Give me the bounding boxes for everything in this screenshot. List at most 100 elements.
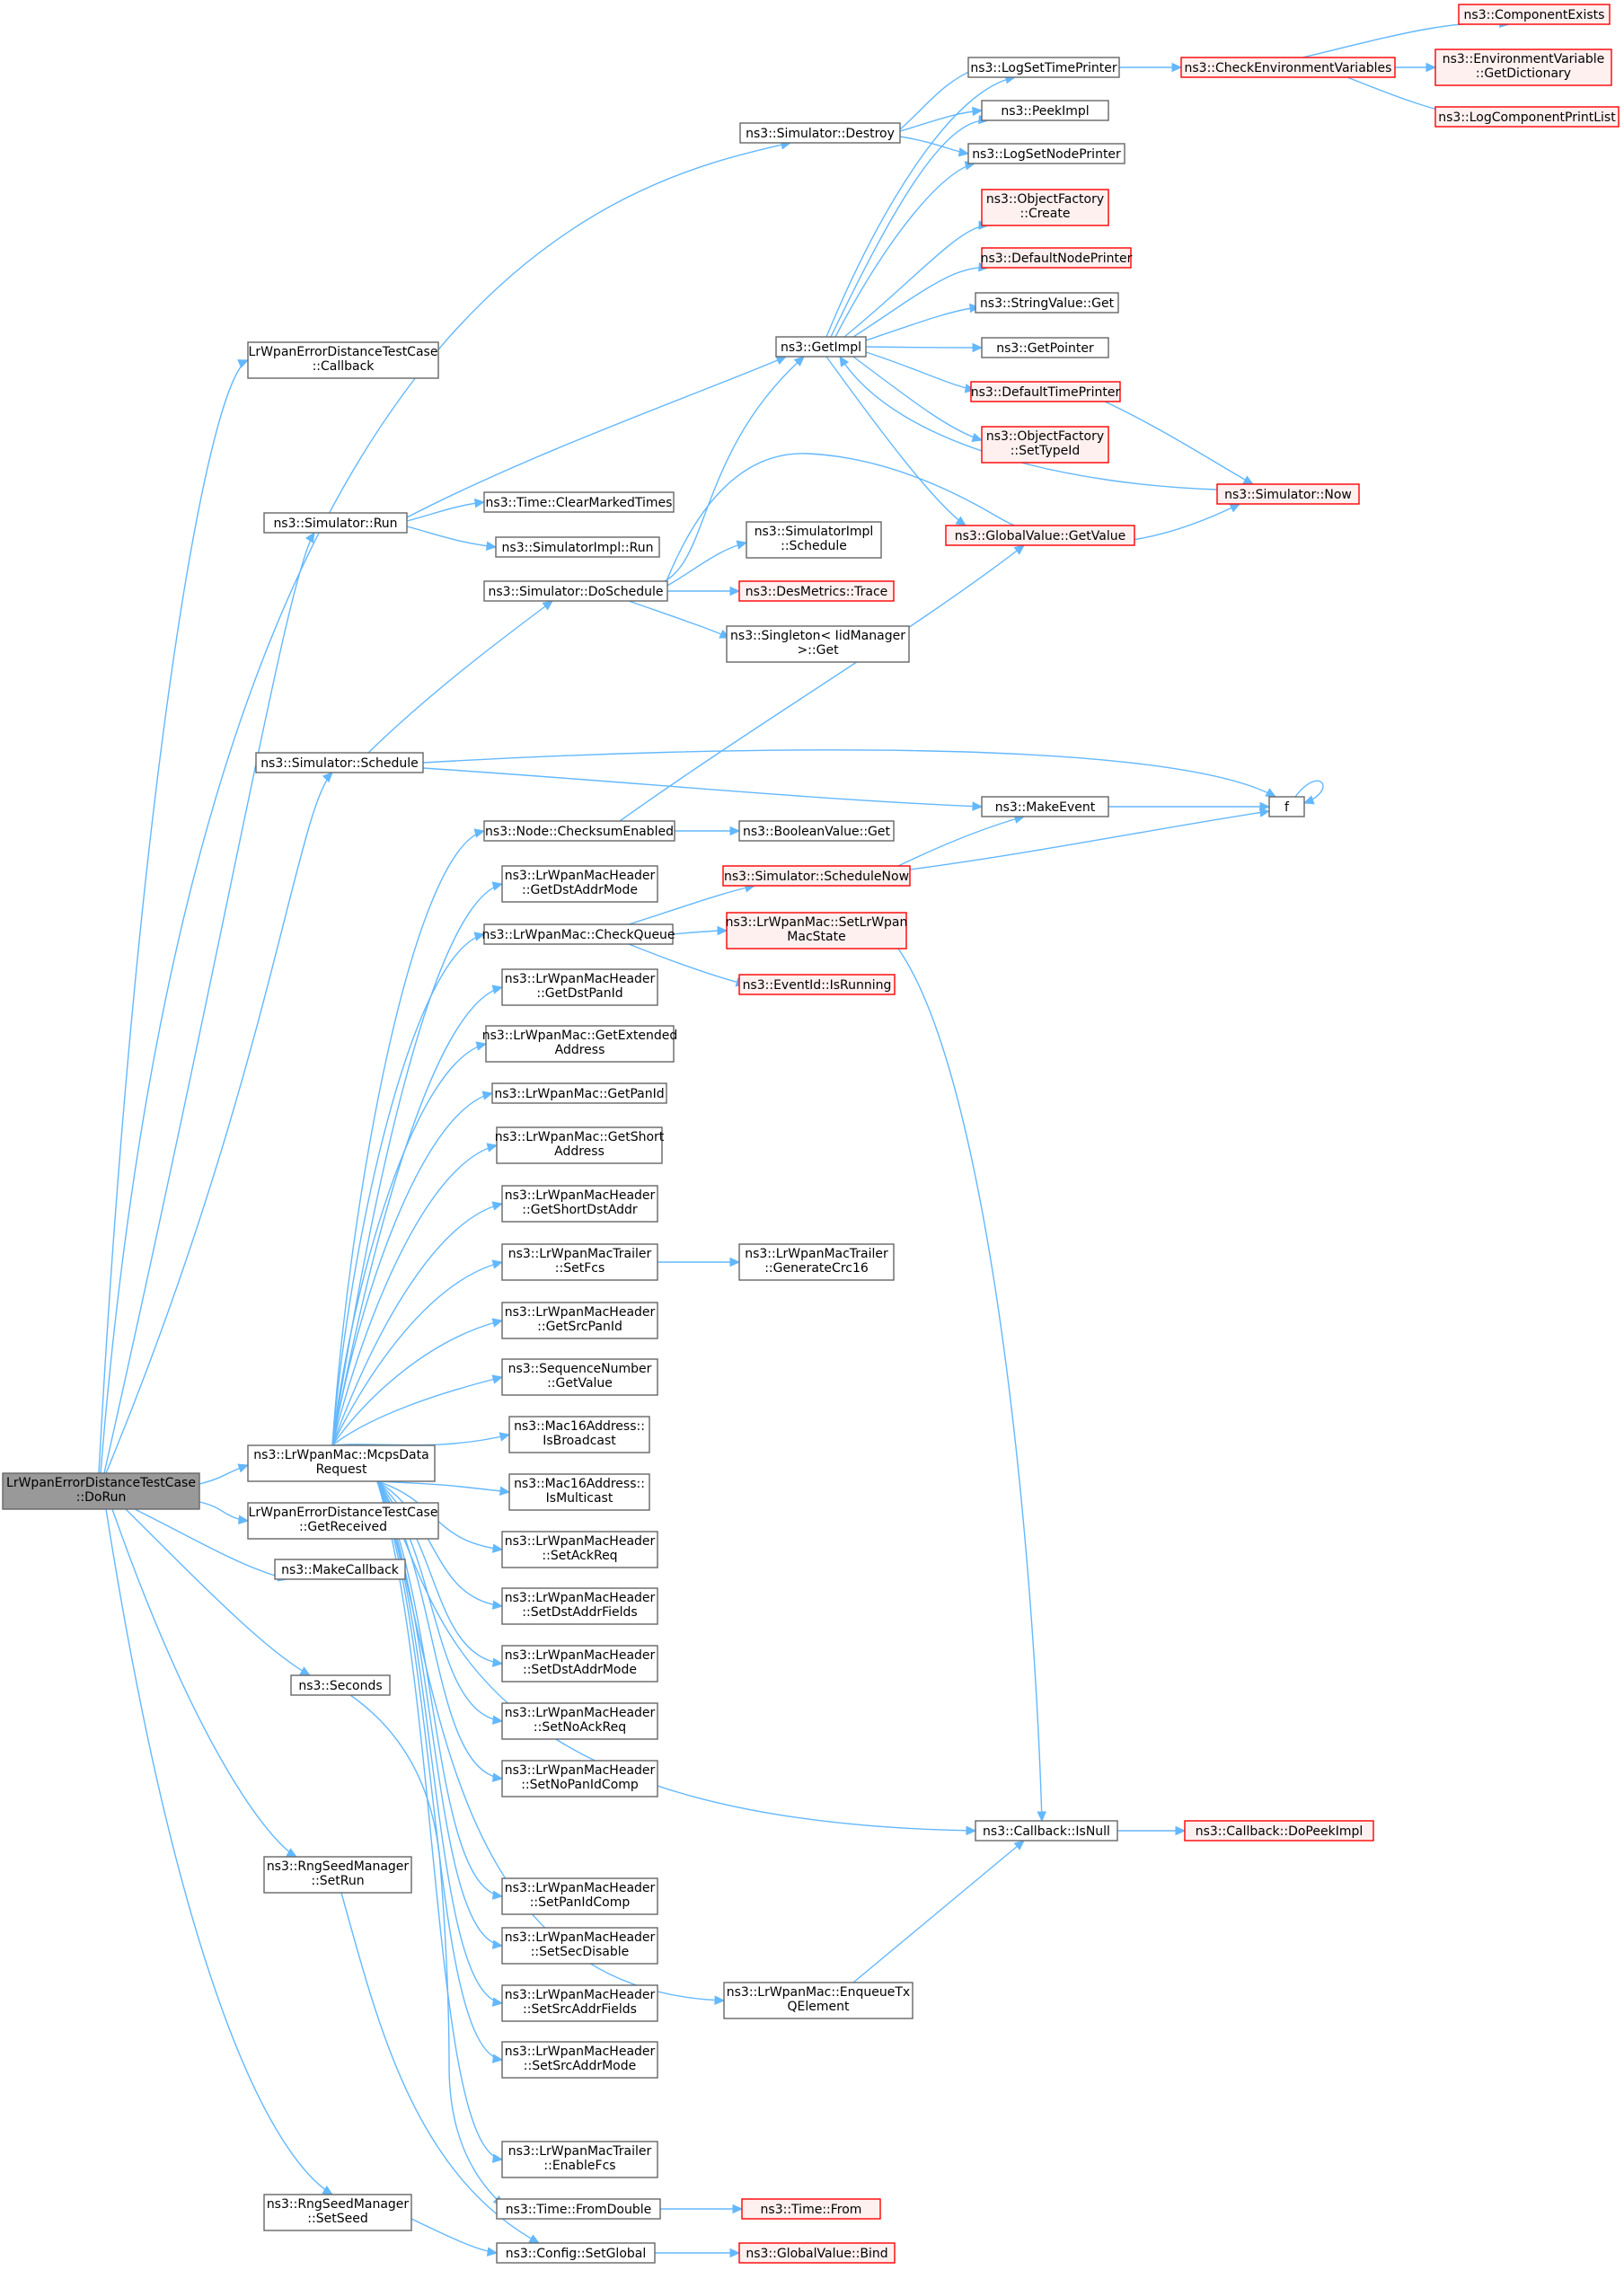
node-setpancomp[interactable]: ns3::LrWpanMacHeader::SetPanIdComp bbox=[501, 1877, 658, 1915]
node-isnull[interactable]: ns3::Callback::IsNull bbox=[975, 1820, 1118, 1842]
node-objcreate[interactable]: ns3::ObjectFactory::Create bbox=[981, 189, 1109, 226]
node-logtime[interactable]: ns3::LogSetTimePrinter bbox=[967, 57, 1120, 78]
node-checkqueue[interactable]: ns3::LrWpanMac::CheckQueue bbox=[481, 923, 675, 945]
node-lognode[interactable]: ns3::LogSetNodePrinter bbox=[967, 143, 1125, 164]
node-defnode[interactable]: ns3::DefaultNodePrinter bbox=[981, 247, 1133, 269]
node-getsrcpanid[interactable]: ns3::LrWpanMacHeader::GetSrcPanId bbox=[501, 1302, 658, 1339]
node-singleton[interactable]: ns3::Singleton< IidManager>::Get bbox=[726, 625, 910, 663]
node-setfcs[interactable]: ns3::LrWpanMacTrailer::SetFcs bbox=[501, 1243, 658, 1281]
node-makeevent[interactable]: ns3::MakeEvent bbox=[981, 796, 1109, 817]
node-simnow[interactable]: ns3::Simulator::Now bbox=[1216, 483, 1360, 505]
edge-mcps-to-ismcast bbox=[376, 1480, 510, 1493]
node-clearmarked[interactable]: ns3::Time::ClearMarkedTimes bbox=[483, 491, 675, 513]
node-label: ns3::LrWpanMac::GetPanId bbox=[494, 1087, 664, 1101]
node-strget[interactable]: ns3::StringValue::Get bbox=[975, 292, 1119, 314]
arrowhead-schedule-to-dosched bbox=[542, 600, 553, 611]
node-schednow[interactable]: ns3::Simulator::ScheduleNow bbox=[722, 865, 911, 887]
node-label: ::SetSrcAddrFields bbox=[523, 2002, 637, 2017]
node-isrunning[interactable]: ns3::EventId::IsRunning bbox=[738, 974, 896, 995]
arrowhead-checksum-to-gvget bbox=[1013, 544, 1025, 555]
node-gvget[interactable]: ns3::GlobalValue::GetValue bbox=[945, 525, 1135, 546]
node-setsrcmode[interactable]: ns3::LrWpanMacHeader::SetSrcAddrMode bbox=[501, 2041, 658, 2079]
node-run[interactable]: ns3::Simulator::Run bbox=[263, 512, 408, 534]
node-timefrom[interactable]: ns3::Time::From bbox=[741, 2198, 881, 2220]
node-label: ::SetDstAddrMode bbox=[523, 1663, 637, 1677]
node-boolget[interactable]: ns3::BooleanValue::Get bbox=[738, 820, 895, 842]
node-logcomp[interactable]: ns3::LogComponentPrintList bbox=[1434, 106, 1620, 128]
node-setrun[interactable]: ns3::RngSeedManager::SetRun bbox=[263, 1856, 412, 1894]
node-label: ns3::LrWpanMac::GetShort bbox=[495, 1130, 665, 1144]
node-box bbox=[255, 752, 424, 773]
node-getshortdst[interactable]: ns3::LrWpanMacHeader::GetShortDstAddr bbox=[501, 1185, 658, 1223]
node-box bbox=[981, 100, 1109, 121]
node-f[interactable]: f bbox=[1268, 796, 1305, 817]
edge-mcps-to-isbcast bbox=[331, 1434, 510, 1446]
node-label: ::GetReceived bbox=[299, 1520, 387, 1534]
node-gvbind[interactable]: ns3::GlobalValue::Bind bbox=[738, 2242, 896, 2264]
node-root[interactable]: LrWpanErrorDistanceTestCase::DoRun bbox=[2, 1472, 200, 1510]
node-box bbox=[501, 2141, 658, 2178]
node-setnoack[interactable]: ns3::LrWpanMacHeader::SetNoAckReq bbox=[501, 1702, 658, 1740]
arrowhead-mcps-to-setpancomp bbox=[491, 1890, 504, 1900]
node-desmetrics[interactable]: ns3::DesMetrics::Trace bbox=[738, 580, 895, 602]
node-setdstfields[interactable]: ns3::LrWpanMacHeader::SetDstAddrFields bbox=[501, 1587, 658, 1625]
node-setsrcfields[interactable]: ns3::LrWpanMacHeader::SetSrcAddrFields bbox=[501, 1984, 658, 2022]
arrowhead-root-to-mcps bbox=[237, 1463, 250, 1473]
node-checkenv[interactable]: ns3::CheckEnvironmentVariables bbox=[1180, 57, 1396, 78]
node-box bbox=[722, 865, 911, 887]
edge-setmacstate-to-isnull bbox=[897, 948, 1043, 1822]
node-schedule[interactable]: ns3::Simulator::Schedule bbox=[255, 752, 424, 773]
node-getrecv[interactable]: LrWpanErrorDistanceTestCase::GetReceived bbox=[247, 1502, 439, 1540]
node-seqget[interactable]: ns3::SequenceNumber::GetValue bbox=[501, 1358, 658, 1396]
node-label: ns3::LogComponentPrintList bbox=[1438, 110, 1616, 125]
node-dopeek[interactable]: ns3::Callback::DoPeekImpl bbox=[1184, 1820, 1374, 1842]
node-getpanid[interactable]: ns3::LrWpanMac::GetPanId bbox=[491, 1082, 667, 1104]
node-peekimpl[interactable]: ns3::PeekImpl bbox=[981, 100, 1109, 121]
node-label: ns3::Config::SetGlobal bbox=[506, 2247, 647, 2261]
node-setseed[interactable]: ns3::RngSeedManager::SetSeed bbox=[263, 2194, 412, 2231]
edge-mcps-to-getshortdst bbox=[331, 1203, 503, 1446]
node-getptr[interactable]: ns3::GetPointer bbox=[981, 337, 1109, 358]
node-settypeid[interactable]: ns3::ObjectFactory::SetTypeId bbox=[981, 426, 1109, 464]
node-cb[interactable]: LrWpanErrorDistanceTestCase::Callback bbox=[247, 341, 439, 379]
node-label: ns3::SimulatorImpl bbox=[755, 525, 874, 539]
node-label: ns3::PeekImpl bbox=[1001, 104, 1089, 119]
node-setdstmode[interactable]: ns3::LrWpanMacHeader::SetDstAddrMode bbox=[501, 1645, 658, 1683]
node-makecb[interactable]: ns3::MakeCallback bbox=[274, 1559, 406, 1580]
node-setglobal[interactable]: ns3::Config::SetGlobal bbox=[496, 2242, 656, 2264]
node-label: ::Create bbox=[1020, 207, 1071, 221]
node-destroy[interactable]: ns3::Simulator::Destroy bbox=[739, 122, 901, 144]
node-setackreq[interactable]: ns3::LrWpanMacHeader::SetAckReq bbox=[501, 1531, 658, 1568]
node-compexists[interactable]: ns3::ComponentExists bbox=[1458, 4, 1611, 25]
node-box bbox=[738, 580, 895, 602]
node-dosched[interactable]: ns3::Simulator::DoSchedule bbox=[483, 580, 668, 602]
node-deftime[interactable]: ns3::DefaultTimePrinter bbox=[970, 381, 1121, 402]
node-isbcast[interactable]: ns3::Mac16Address::IsBroadcast bbox=[508, 1416, 650, 1453]
node-getimpl[interactable]: ns3::GetImpl bbox=[775, 336, 867, 358]
node-envdict[interactable]: ns3::EnvironmentVariable::GetDictionary bbox=[1434, 49, 1612, 86]
node-implrun[interactable]: ns3::SimulatorImpl::Run bbox=[495, 536, 660, 558]
node-box bbox=[501, 1302, 658, 1339]
arrowhead-mcps-to-setdstfields bbox=[491, 1600, 504, 1610]
edge-mcps-to-setfcs bbox=[331, 1261, 503, 1446]
node-setsecdis[interactable]: ns3::LrWpanMacHeader::SetSecDisable bbox=[501, 1927, 658, 1965]
edge-mcps-to-enablefcs bbox=[376, 1480, 503, 2160]
node-getdstaddrmode[interactable]: ns3::LrWpanMacHeader::GetDstAddrMode bbox=[501, 865, 658, 903]
node-gencrc[interactable]: ns3::LrWpanMacTrailer::GenerateCrc16 bbox=[738, 1243, 895, 1281]
node-seconds[interactable]: ns3::Seconds bbox=[290, 1674, 391, 1696]
node-label: ns3::LrWpanMacHeader bbox=[505, 1305, 656, 1320]
node-fromdouble[interactable]: ns3::Time::FromDouble bbox=[496, 2198, 661, 2220]
node-getdstpanid[interactable]: ns3::LrWpanMacHeader::GetDstPanId bbox=[501, 968, 658, 1006]
node-checksum[interactable]: ns3::Node::ChecksumEnabled bbox=[483, 820, 675, 842]
node-setnopan[interactable]: ns3::LrWpanMacHeader::SetNoPanIdComp bbox=[501, 1760, 658, 1797]
node-implsched[interactable]: ns3::SimulatorImpl::Schedule bbox=[746, 521, 882, 559]
node-label: ::SetAckReq bbox=[542, 1549, 617, 1563]
node-box bbox=[483, 820, 675, 842]
node-ismcast[interactable]: ns3::Mac16Address::IsMulticast bbox=[508, 1473, 650, 1511]
node-enablefcs[interactable]: ns3::LrWpanMacTrailer::EnableFcs bbox=[501, 2141, 658, 2178]
